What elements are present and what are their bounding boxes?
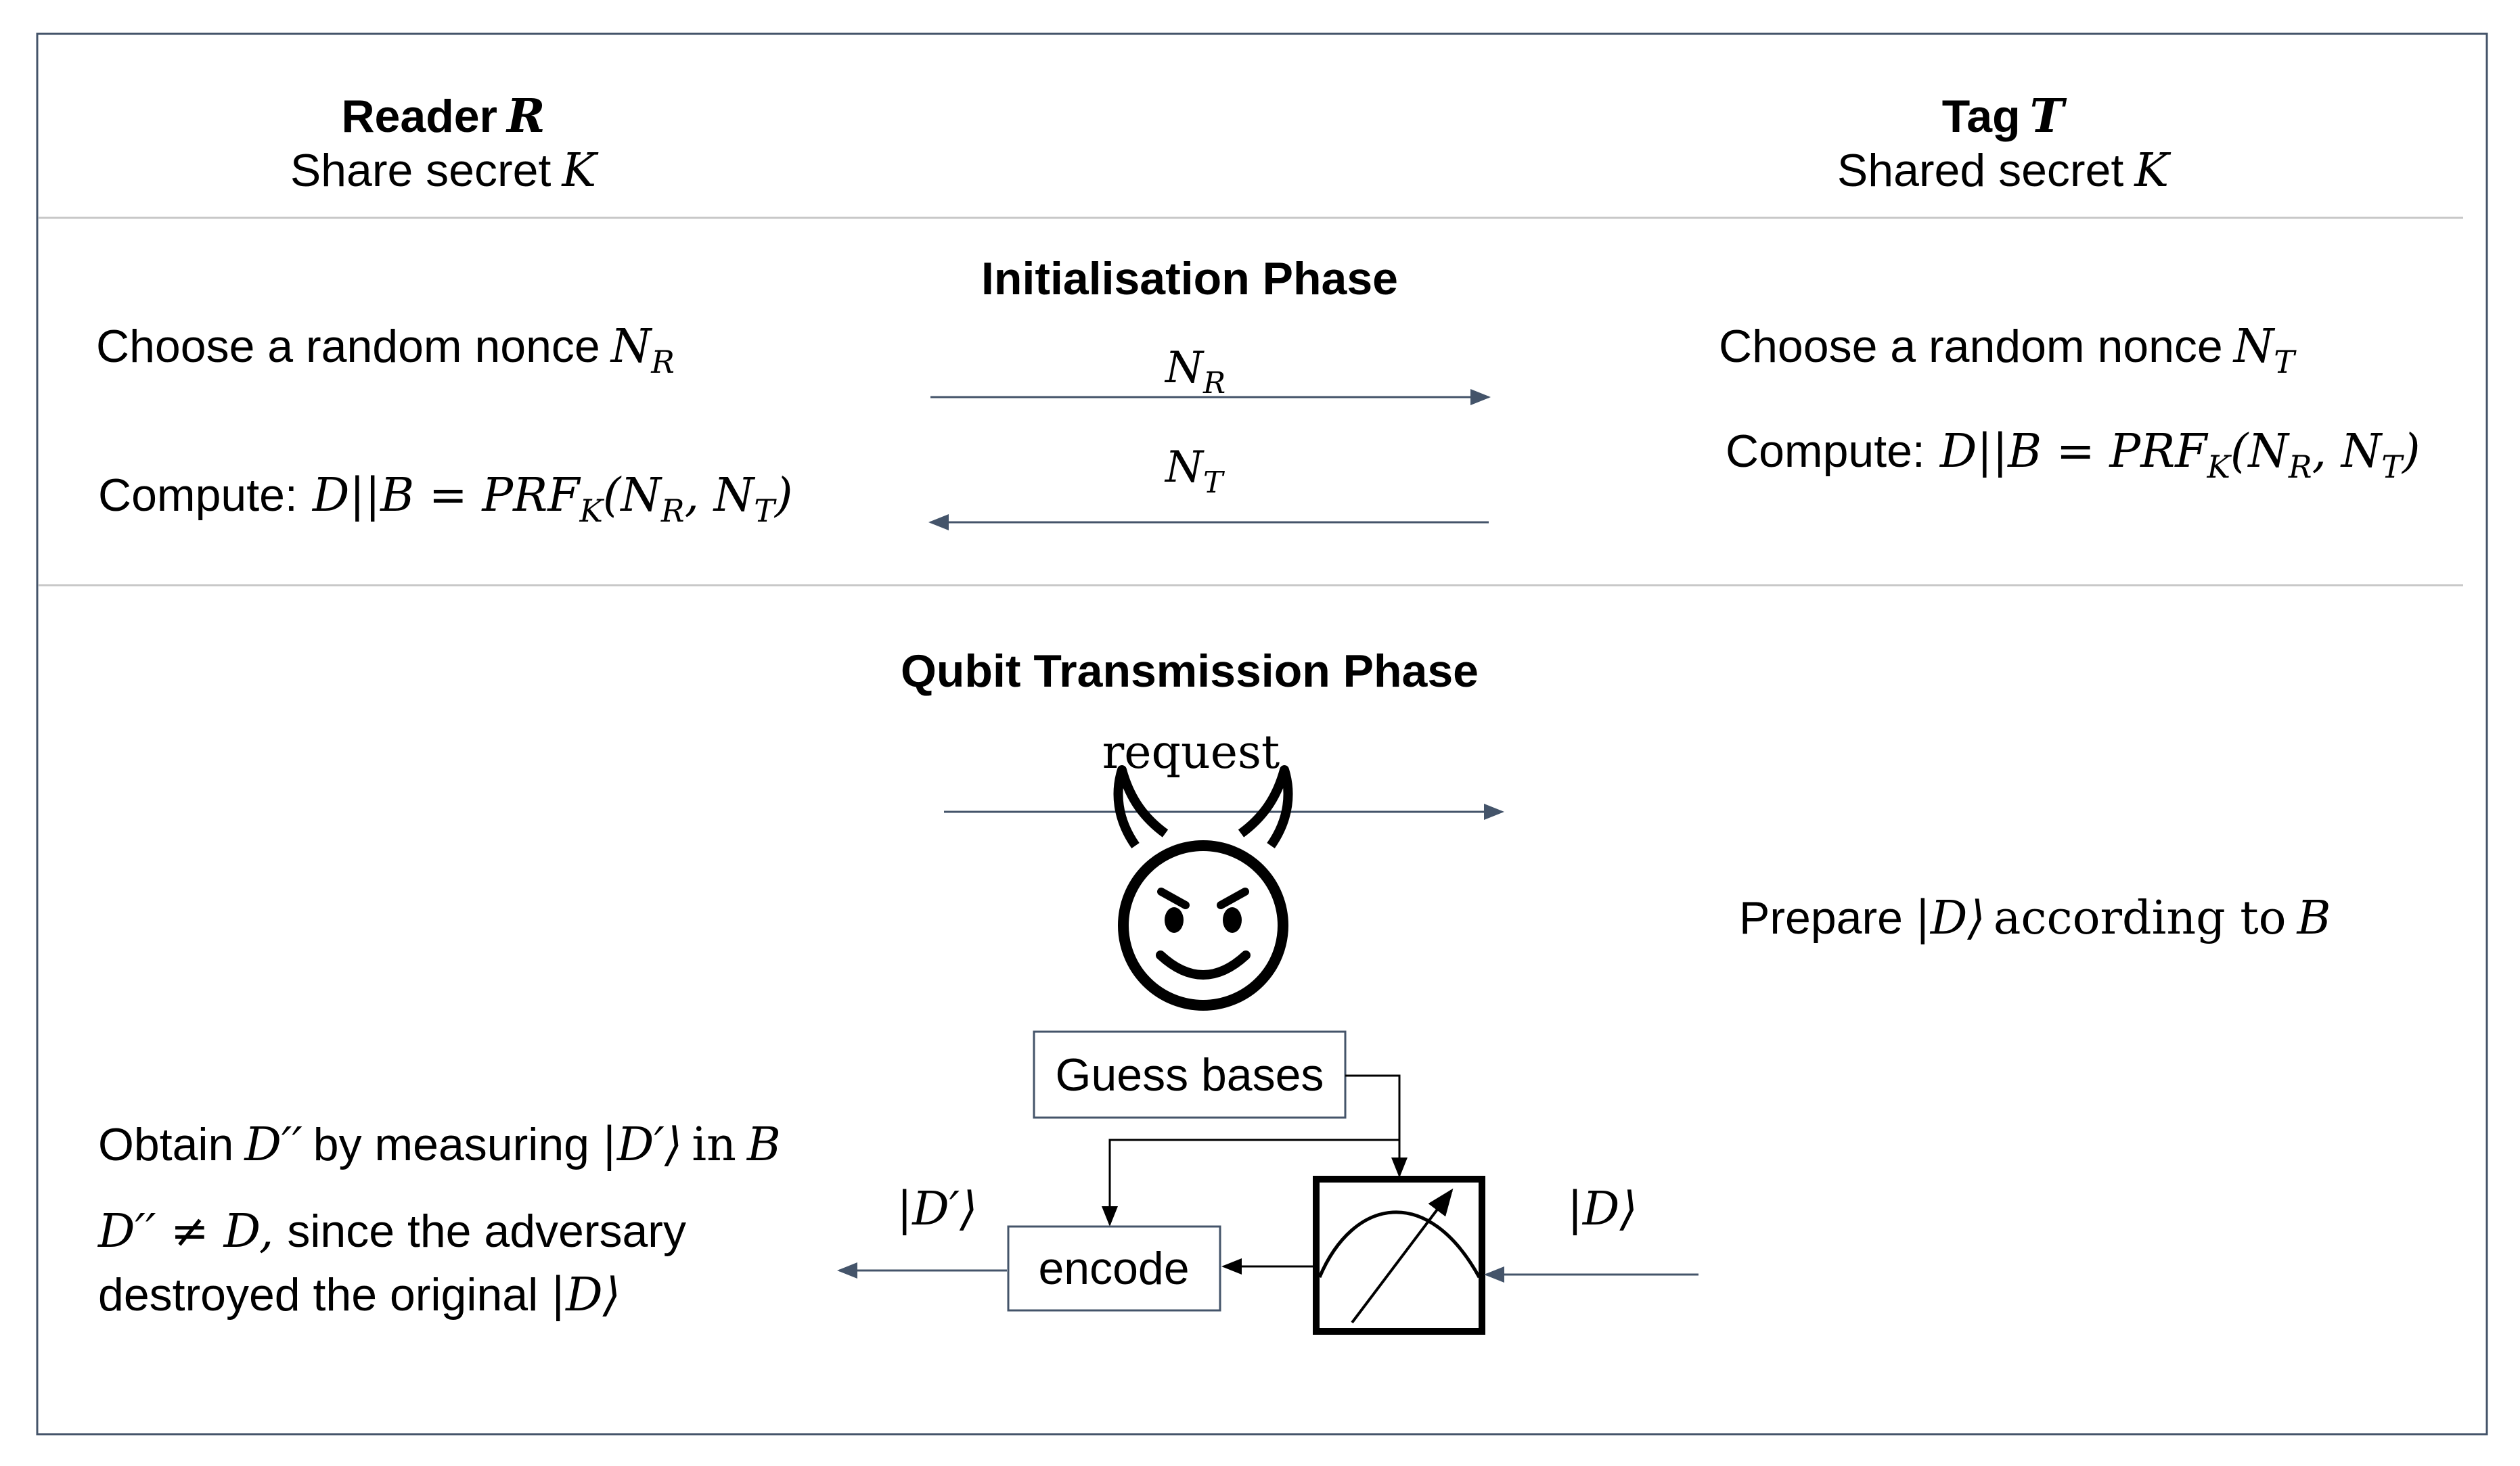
qubit-phase-title: Qubit Transmission Phase — [901, 645, 1479, 697]
measurement-device-icon — [1313, 1176, 1485, 1335]
ket-d-label: |D⟩ — [1567, 1183, 1638, 1236]
request-label: request — [1102, 726, 1280, 779]
devil-face-icon — [1113, 765, 1293, 1011]
guess-to-measure-connector — [1345, 1074, 1408, 1178]
nonce-r-arrow-label: NR — [1164, 343, 1225, 400]
ket-d-prime-label: |D′⟩ — [897, 1183, 977, 1236]
tag-compute-step: Compute:D||B = PRFK(NR, NT) — [1726, 425, 2420, 485]
guess-to-encode-connector — [1102, 1139, 1399, 1227]
init-phase-title: Initialisation Phase — [981, 253, 1398, 304]
guess-bases-box — [1033, 1030, 1347, 1119]
encode-label: encode — [1038, 1243, 1189, 1294]
reader-mismatch-note: D′′ ≠ D,since the adversary — [97, 1205, 686, 1258]
outer-frame — [36, 32, 2488, 1436]
encode-box — [1007, 1225, 1221, 1312]
reader-destroyed-note: destroyed the original|D⟩ — [98, 1268, 621, 1322]
guess-bases-label: Guess bases — [1056, 1049, 1324, 1101]
reader-compute-step: Compute:D||B = PRFK(NR, NT) — [98, 469, 792, 529]
nonce-t-arrow-label: NT — [1164, 442, 1225, 500]
